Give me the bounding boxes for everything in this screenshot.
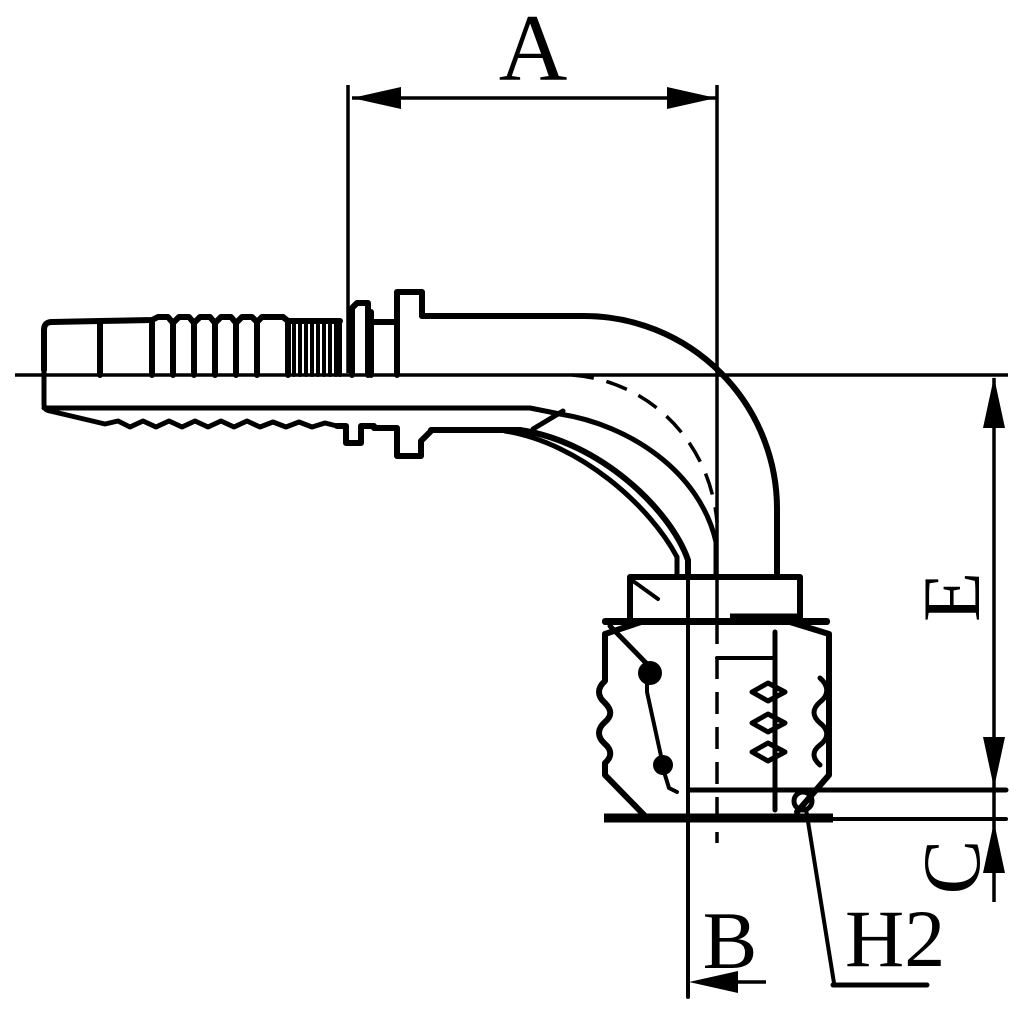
nut-hex-chamfer-left	[607, 623, 650, 667]
h2-leader-line	[804, 807, 836, 985]
centerlines	[15, 373, 1008, 843]
swivel-nut	[596, 575, 1009, 999]
bend-bore-curve	[557, 411, 719, 580]
bend-bottom-curve	[429, 427, 691, 580]
elbow-bend	[419, 313, 781, 580]
dimension-c: C	[906, 822, 1005, 894]
dimension-e: E	[906, 377, 1005, 902]
lock-ball-upper	[638, 661, 662, 685]
dim-a-arrow-left	[352, 87, 401, 109]
dim-e-arrow-top	[983, 377, 1005, 428]
dim-c-label: C	[906, 840, 997, 895]
h2-callout: H2	[804, 807, 945, 988]
hose-tail	[41, 289, 563, 459]
dim-c-arrow-up	[983, 822, 1005, 873]
thread-diamonds	[749, 680, 788, 764]
dim-a-arrow-right	[667, 87, 716, 109]
dim-b-arrow	[689, 971, 738, 993]
collar-chamfer	[631, 579, 660, 601]
stop-ring-small	[349, 300, 400, 378]
bend-centerline-dashed	[571, 373, 719, 523]
tail-serrated-section	[41, 367, 340, 430]
nut-left-silhouette	[596, 619, 649, 820]
stop-ring-section-tabs	[334, 423, 434, 459]
bend-inner-curve	[502, 428, 680, 580]
tail-barb-verticals	[97, 317, 291, 378]
nut-right-silhouette	[787, 619, 832, 815]
h2-label: H2	[845, 893, 945, 984]
nut-right-knurl-wave	[811, 675, 830, 768]
bend-outer-curve	[419, 313, 781, 580]
stop-ring-large	[394, 289, 425, 378]
bend-chamfer-line	[530, 408, 566, 432]
tail-fine-serration-verticals	[292, 319, 342, 377]
dim-e-arrow-bottom	[983, 737, 1005, 788]
lock-ball-lower	[653, 755, 673, 775]
tail-bore-line	[41, 405, 563, 417]
dimension-a: A	[346, 0, 719, 620]
dim-e-label: E	[906, 572, 997, 622]
dim-b-label: B	[703, 895, 758, 986]
dim-a-label: A	[499, 0, 568, 101]
dimension-b: B	[689, 895, 766, 993]
orifice-circle	[791, 789, 815, 813]
